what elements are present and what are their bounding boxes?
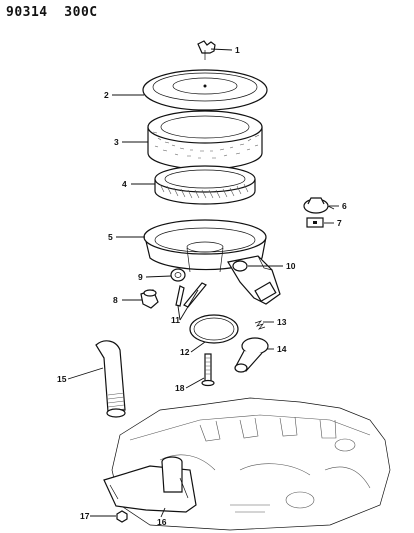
callout-13: 13: [263, 317, 287, 327]
stud-drawing: [201, 353, 215, 387]
snorkel-inlet-drawing: [227, 255, 281, 305]
wing-nut-drawing: [197, 40, 216, 60]
callout-5: 5: [108, 232, 145, 242]
callout-label-15: 15: [57, 374, 67, 384]
callout-15: 15: [57, 367, 104, 384]
callout-7: 7: [324, 218, 342, 228]
elbow-fitting-drawing: [140, 289, 159, 309]
sensor-valve-drawing: [303, 197, 335, 214]
callout-label-7: 7: [337, 218, 342, 228]
nut-drawing: [116, 510, 128, 523]
diagram-variant: 300C: [64, 5, 98, 20]
gasket-drawing: [189, 314, 239, 344]
filter-element-drawing: [154, 165, 256, 205]
air-cleaner-housing-drawing: [143, 219, 267, 273]
callout-label-16: 16: [157, 517, 167, 527]
callout-label-10: 10: [286, 261, 296, 271]
callout-label-1: 1: [235, 45, 240, 55]
callout-9: 9: [138, 272, 172, 282]
diagram-header: 90314 300C: [6, 5, 98, 20]
callout-1: 1: [210, 45, 240, 55]
vacuum-hoses-drawing: [175, 282, 207, 308]
callout-3: 3: [114, 137, 148, 147]
callout-2: 2: [104, 90, 144, 100]
exhaust-manifold-shroud-drawing: [103, 456, 197, 513]
callout-label-9: 9: [138, 272, 143, 282]
callout-label-8: 8: [113, 295, 118, 305]
callout-label-4: 4: [122, 179, 127, 189]
callout-17: 17: [80, 511, 116, 521]
callout-8: 8: [113, 295, 142, 305]
callout-label-11: 11: [171, 315, 180, 325]
callout-14: 14: [267, 344, 287, 354]
clip-drawing: [306, 217, 324, 228]
callout-label-6: 6: [342, 201, 347, 211]
callout-12: 12: [180, 341, 206, 357]
callout-label-2: 2: [104, 90, 109, 100]
grommet-drawing: [170, 268, 186, 282]
callout-18: 18: [175, 377, 205, 393]
callout-10: 10: [248, 261, 296, 271]
callout-6: 6: [329, 201, 347, 211]
callout-11: 11: [171, 289, 199, 325]
heat-stove-adapter-drawing: [234, 337, 269, 373]
callout-label-17: 17: [80, 511, 90, 521]
callout-label-13: 13: [277, 317, 287, 327]
callout-label-12: 12: [180, 347, 190, 357]
callout-label-14: 14: [277, 344, 287, 354]
heat-tube-drawing: [95, 340, 126, 418]
air-cleaner-cover-drawing: [142, 69, 268, 111]
foam-filter-wrap-drawing: [147, 110, 263, 170]
callout-label-5: 5: [108, 232, 113, 242]
spring-drawing: [254, 320, 266, 330]
diagram-code: 90314: [6, 5, 48, 20]
callout-16: 16: [157, 507, 167, 527]
callout-label-3: 3: [114, 137, 119, 147]
callout-label-18: 18: [175, 383, 185, 393]
callout-4: 4: [122, 179, 155, 189]
